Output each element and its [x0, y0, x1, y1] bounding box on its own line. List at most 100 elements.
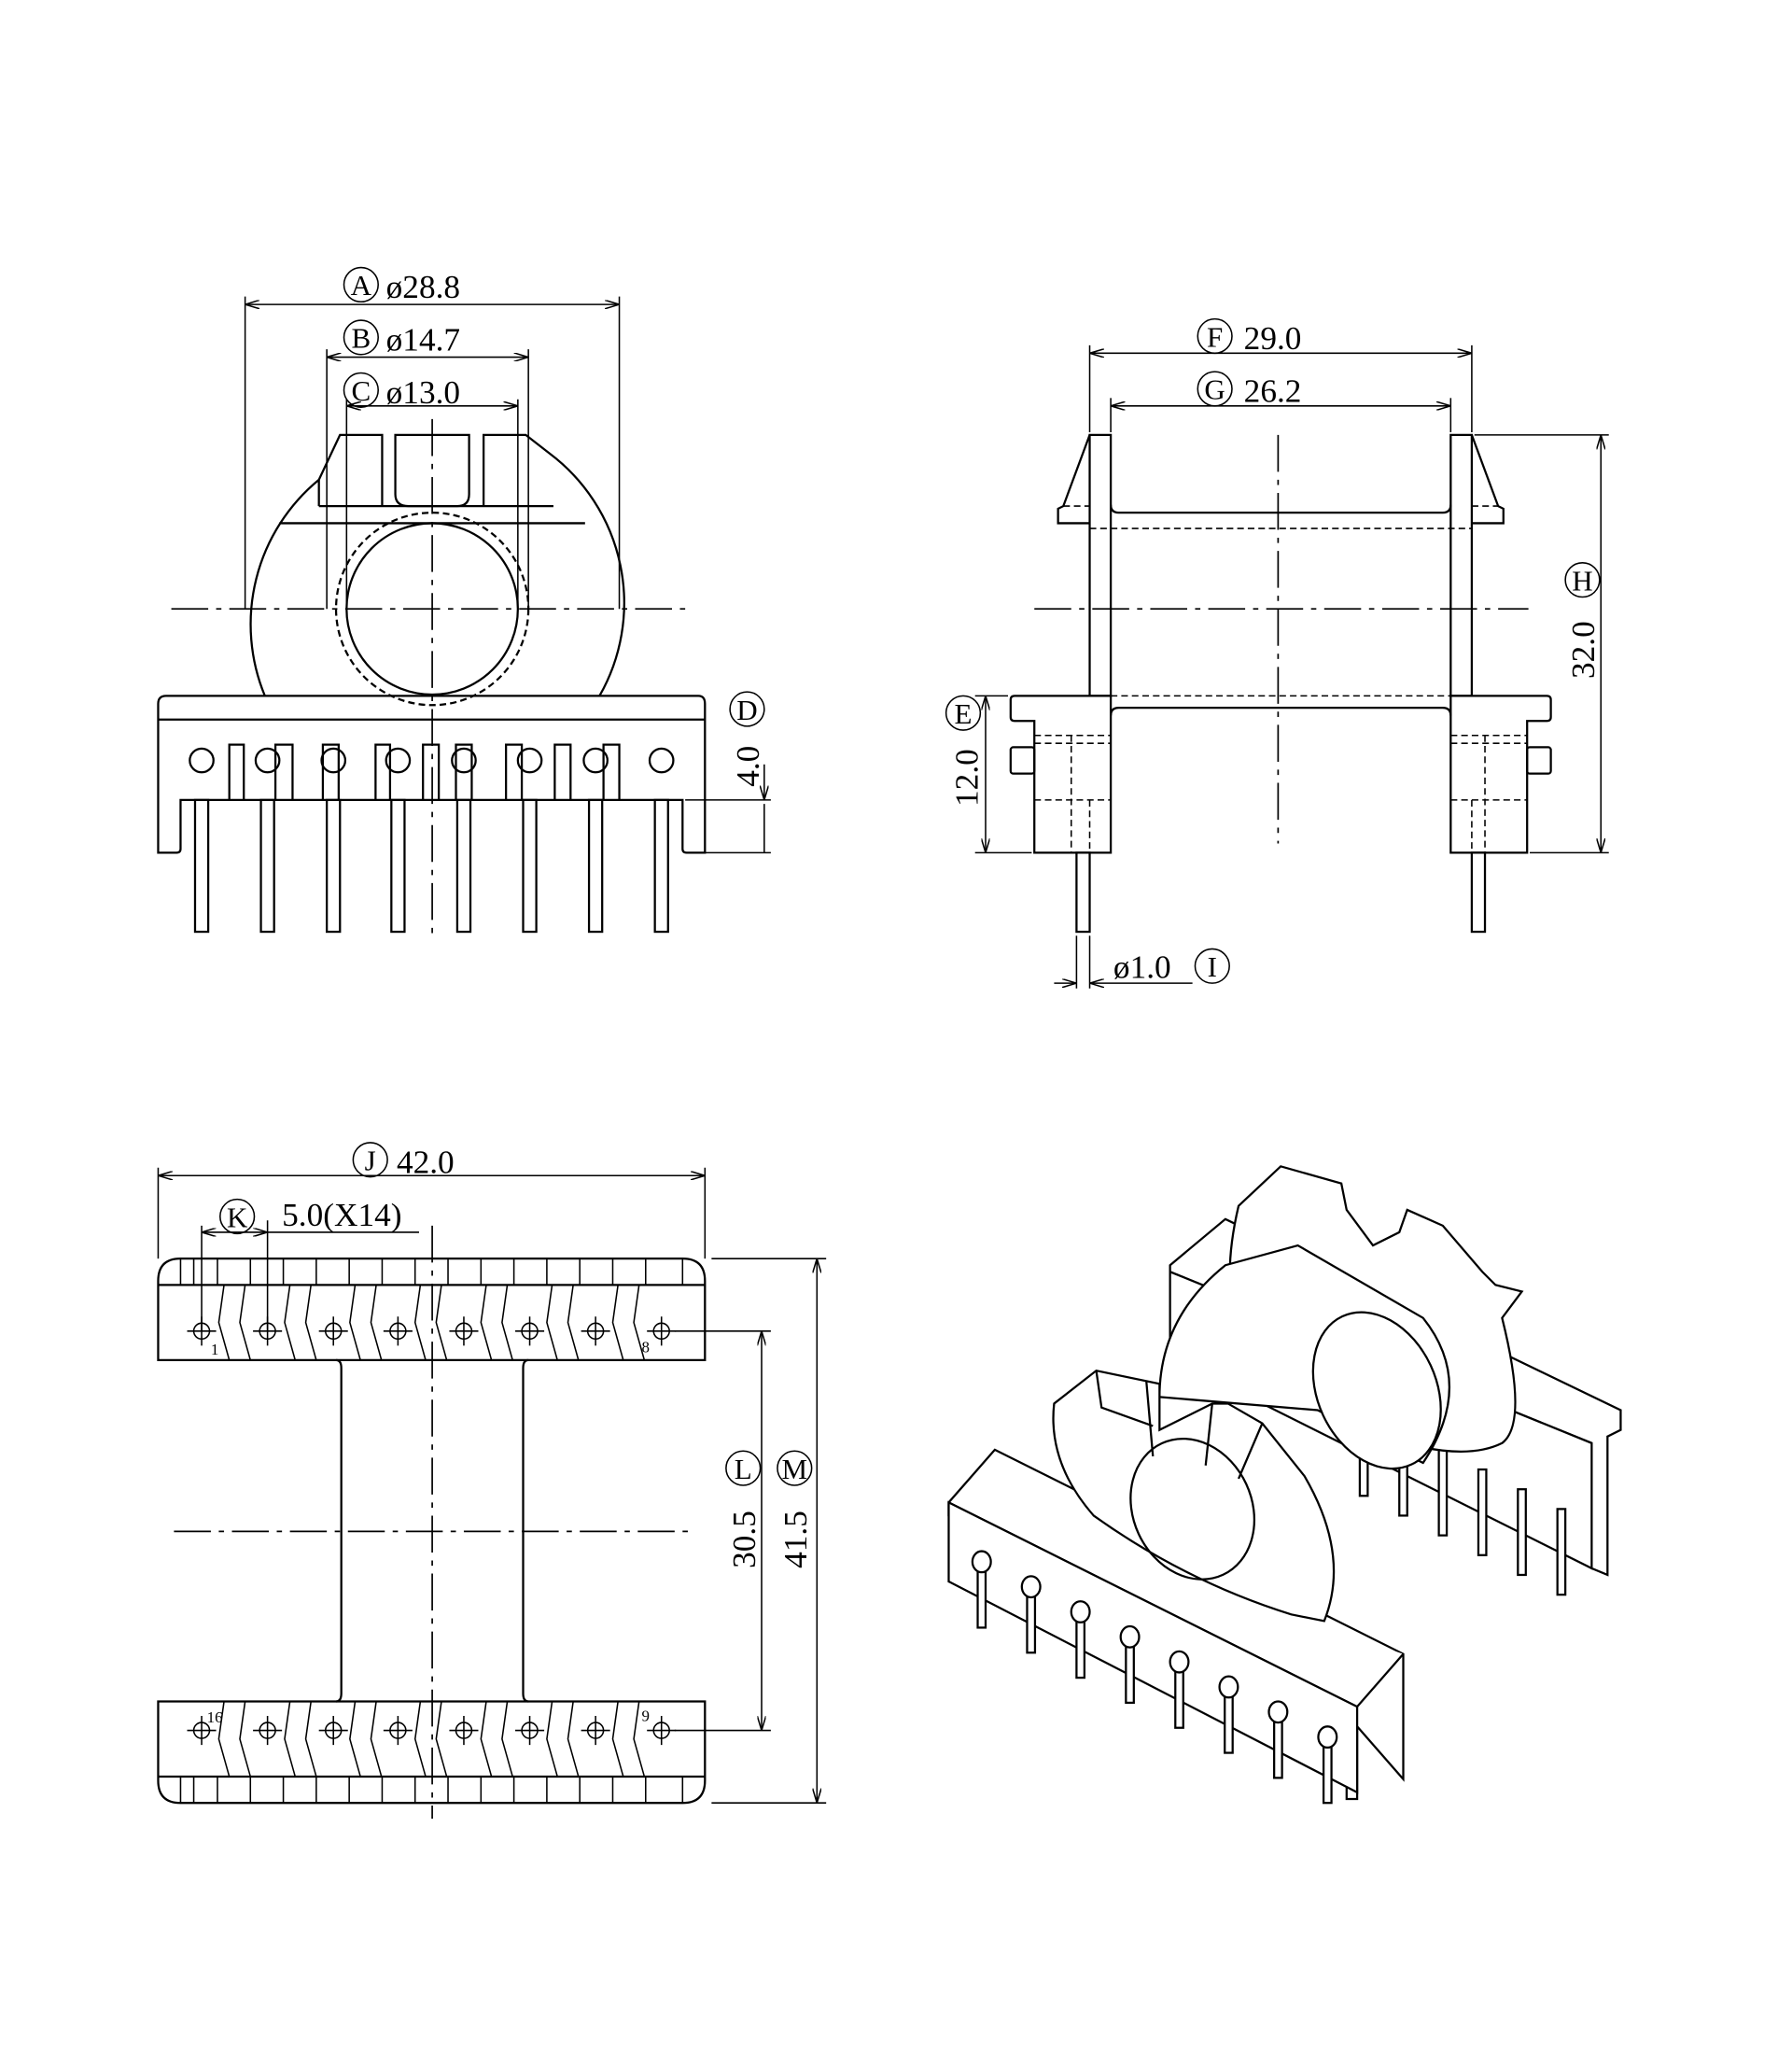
pin-cross-icon — [449, 1316, 479, 1346]
svg-text:E: E — [955, 697, 973, 730]
svg-text:M: M — [781, 1453, 807, 1485]
side-view: F 29.0 G 26.2 H 32.0 E 12.0 ø1.0 I — [945, 317, 1609, 989]
dim-e: E 12.0 — [945, 695, 986, 807]
dim-l: L 30.5 — [725, 1450, 763, 1568]
pin-head — [971, 1550, 992, 1574]
svg-text:B: B — [351, 322, 371, 355]
pin-cross-icon — [318, 1316, 348, 1346]
pin — [326, 798, 342, 934]
pin-head — [1267, 1700, 1289, 1724]
pin-hole — [648, 747, 675, 774]
pin-label-1: 1 — [211, 1341, 218, 1358]
pin-head — [1119, 1624, 1141, 1649]
slot-line — [217, 1701, 252, 1778]
pin — [193, 798, 210, 934]
dim-k: K 5.0(X14) — [219, 1197, 402, 1235]
bottom-view: 1 8 16 9 J 42.0 K 5.0(X14) L 30.5 M 41.5 — [157, 1142, 827, 1820]
pin-cross-icon — [581, 1716, 610, 1746]
svg-text:L: L — [735, 1453, 752, 1485]
svg-text:J: J — [365, 1145, 376, 1177]
pin-hole — [254, 747, 281, 774]
pin-head — [1169, 1650, 1190, 1674]
front-pins — [189, 743, 675, 934]
pin-head — [1317, 1725, 1338, 1750]
dim-f: F 29.0 — [1197, 317, 1302, 357]
svg-text:ø28.8: ø28.8 — [386, 269, 460, 305]
pin — [1517, 1488, 1527, 1577]
pin-hole — [516, 747, 543, 774]
svg-text:4.0: 4.0 — [730, 746, 766, 787]
dim-j: J 42.0 — [352, 1142, 455, 1180]
svg-text:5.0(X14): 5.0(X14) — [282, 1197, 401, 1233]
pin-cross-icon — [253, 1716, 283, 1746]
slot-line — [413, 1701, 448, 1778]
svg-text:ø1.0: ø1.0 — [1113, 949, 1171, 985]
slot-line — [480, 1285, 513, 1361]
dim-d: D 4.0 — [729, 691, 766, 787]
pin — [1556, 1508, 1567, 1596]
pin — [587, 798, 604, 934]
pin-cross-icon — [187, 1716, 217, 1746]
slot-line — [217, 1285, 252, 1361]
pin-hole — [320, 747, 347, 774]
slot-line — [546, 1285, 580, 1361]
svg-text:G: G — [1204, 373, 1225, 406]
svg-text:32.0: 32.0 — [1565, 621, 1602, 679]
slot-line — [611, 1701, 646, 1778]
pin-hole — [189, 747, 215, 774]
slot-line — [284, 1701, 317, 1778]
svg-text:A: A — [351, 269, 372, 302]
svg-text:H: H — [1572, 564, 1592, 597]
pin-cross-icon — [318, 1716, 348, 1746]
pin-cross-icon — [383, 1716, 413, 1746]
pin-label-8: 8 — [642, 1338, 650, 1356]
pin-label-9: 9 — [642, 1708, 650, 1725]
slot-line — [480, 1701, 513, 1778]
pin-head — [1070, 1600, 1091, 1623]
svg-text:K: K — [227, 1201, 248, 1233]
slot-line — [349, 1701, 383, 1778]
svg-text:ø13.0: ø13.0 — [386, 374, 460, 411]
svg-text:C: C — [351, 374, 371, 407]
pin-cross-icon — [581, 1316, 610, 1346]
pin — [1477, 1468, 1488, 1556]
slot-line — [546, 1701, 580, 1778]
pin — [455, 798, 472, 934]
svg-text:12.0: 12.0 — [949, 749, 986, 807]
svg-text:D: D — [736, 694, 757, 726]
dim-g: G 26.2 — [1197, 371, 1302, 410]
slot-line — [284, 1285, 317, 1361]
svg-text:30.5: 30.5 — [726, 1511, 763, 1568]
pin — [1437, 1448, 1449, 1537]
svg-text:F: F — [1207, 320, 1223, 353]
pin-label-16: 16 — [207, 1708, 223, 1726]
slot-line — [611, 1285, 646, 1361]
pin — [390, 798, 406, 934]
pin-cross-icon — [515, 1316, 545, 1346]
dim-i: ø1.0 I — [1113, 948, 1230, 985]
pin-cross-icon — [647, 1716, 677, 1746]
isometric-view — [947, 1165, 1622, 1805]
svg-text:ø14.7: ø14.7 — [386, 322, 460, 358]
svg-text:41.5: 41.5 — [777, 1511, 814, 1568]
pin-head — [1218, 1675, 1239, 1699]
dim-h: H 32.0 — [1564, 562, 1602, 679]
pin-cross-icon — [449, 1716, 479, 1746]
slot-line — [349, 1285, 383, 1361]
pin-cross-icon — [383, 1316, 413, 1346]
svg-text:I: I — [1208, 950, 1217, 983]
dim-m: M 41.5 — [777, 1450, 814, 1568]
pin-cross-icon — [647, 1316, 677, 1346]
svg-text:42.0: 42.0 — [397, 1144, 455, 1180]
pin — [522, 798, 538, 934]
pin-head — [1020, 1575, 1042, 1599]
pin-hole — [451, 747, 477, 774]
pin — [259, 798, 275, 934]
svg-text:26.2: 26.2 — [1244, 373, 1302, 410]
svg-text:29.0: 29.0 — [1244, 320, 1302, 357]
